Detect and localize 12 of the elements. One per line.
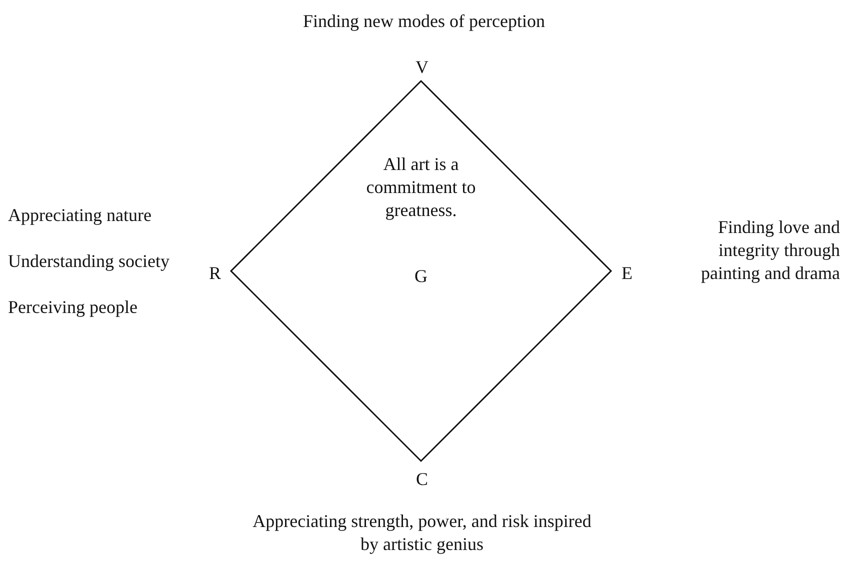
- vertex-letter: E: [620, 262, 634, 285]
- bottom-caption: Appreciating strength, power, and risk inspired by artistic genius: [252, 510, 592, 556]
- left-caption: Perceiving people: [8, 296, 138, 319]
- right-caption: Finding love and integrity through painting and drama: [700, 216, 840, 285]
- vertex-letter: V: [414, 56, 430, 79]
- vertex-letter: C: [414, 468, 429, 491]
- left-caption: Understanding society: [8, 250, 170, 273]
- left-caption: Appreciating nature: [8, 204, 152, 227]
- top-caption: Finding new modes of perception: [302, 10, 546, 33]
- center-letter: G: [414, 265, 428, 288]
- center-statement: All art is a commitment to greatness.: [366, 153, 476, 222]
- vertex-letter: R: [208, 262, 222, 285]
